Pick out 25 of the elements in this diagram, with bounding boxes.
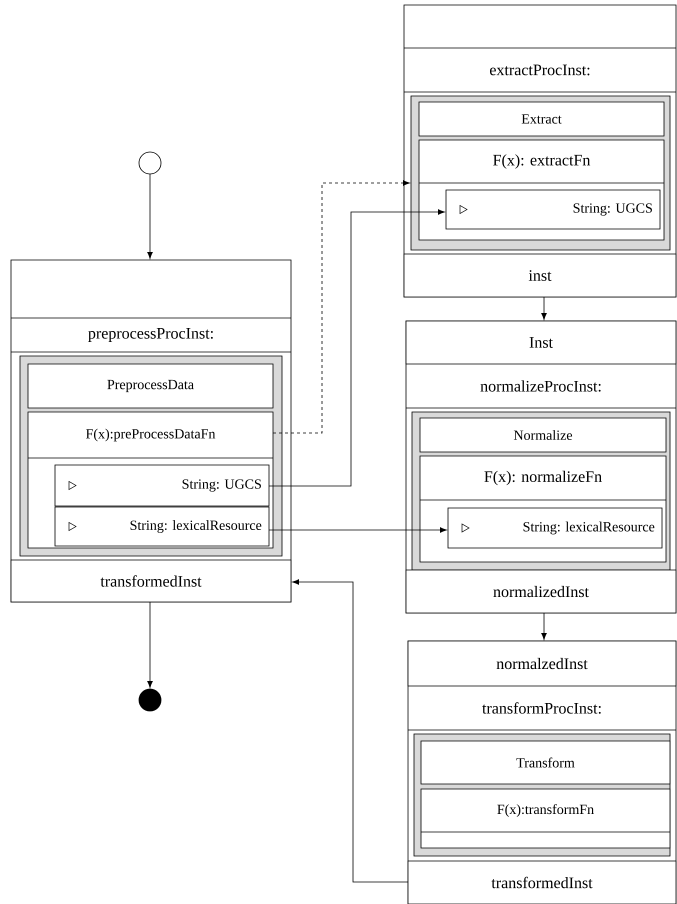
parameter-box: String: lexicalResource	[448, 508, 662, 548]
arrow	[541, 296, 547, 320]
section-box: inst	[404, 254, 676, 298]
parameter-box: String: lexicalResource	[54, 506, 270, 546]
parameter-box: String: UGCS	[54, 464, 270, 506]
label-box: Extract	[418, 102, 664, 136]
arrow	[147, 174, 153, 259]
arrow	[147, 602, 153, 688]
arrow	[541, 612, 547, 640]
section-box: transformedInst	[408, 860, 676, 904]
label-box: PreprocessData	[28, 364, 274, 408]
arrow	[292, 579, 408, 882]
start-circle	[138, 152, 162, 174]
section-box: normalzedInst	[408, 640, 676, 686]
function-box: F(x):transformFn	[420, 788, 670, 848]
end-circle	[138, 688, 162, 712]
parameter-box: String: UGCS	[446, 190, 660, 230]
label-box: Normalize	[420, 418, 666, 452]
arrow	[268, 209, 445, 486]
arrow	[268, 527, 447, 533]
dashed-arrow	[272, 180, 410, 434]
section-box: normalizedInst	[406, 570, 676, 614]
section-box: Inst	[406, 320, 676, 364]
section-box: transformedInst	[10, 560, 292, 602]
label-box: Transform	[420, 740, 670, 784]
